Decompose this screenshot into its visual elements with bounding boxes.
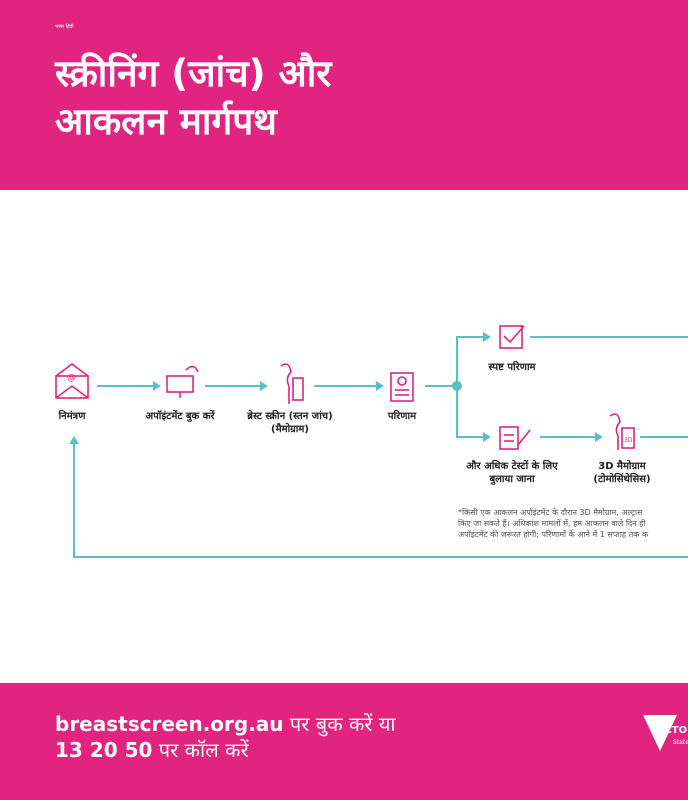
flow-connectors: @ 3D — [55, 325, 688, 558]
footnote-line: *किसी एक आकलन अपॉइंटमेंट के दौरान 3D मैम… — [458, 508, 643, 517]
step-invitation-label: निमंत्रण — [58, 411, 86, 422]
checkbox-icon — [499, 325, 525, 349]
recall-label: और अधिक टेस्टों के लिए बुलाया जाना — [466, 461, 558, 485]
footnote: *किसी एक आकलन अपॉइंटमेंट के दौरान 3D मैम… — [458, 507, 688, 540]
connector-recall — [456, 386, 688, 438]
step-book-appointment-label: अपॉइंटमेंट बुक करें — [145, 411, 215, 422]
clipboard-icon — [499, 426, 531, 450]
clear-result-label: स्पष्ट परिणाम — [488, 362, 536, 373]
svg-text:3D: 3D — [624, 437, 633, 444]
step-results-label: परिणाम — [387, 411, 417, 422]
svg-text:State: State — [673, 739, 688, 746]
results-document-icon — [390, 372, 414, 402]
title-line-1: स्क्रीनिंग (जांच) और — [55, 52, 332, 95]
phone-number[interactable]: 13 20 50 — [55, 738, 153, 762]
title-line-2: आकलन मार्गपथ — [55, 100, 277, 143]
victoria-government-logo: VICTO State — [643, 715, 688, 751]
mammogram-icon — [280, 363, 304, 404]
footer-cta: breastscreen.org.au पर बुक करें या 13 20… — [55, 711, 396, 763]
3d-mammogram-label: 3D मैमोग्राम (टोमोसिंथेसिस) — [593, 461, 651, 485]
svg-text:VICTO: VICTO — [653, 725, 687, 736]
page-title: स्क्रीनिंग (जांच) और आकलन मार्गपथ — [55, 50, 331, 146]
footer-text: पर कॉल करें — [152, 738, 249, 762]
connector-clear — [456, 336, 688, 386]
step-breast-screen-label: ब्रेस्ट स्क्रीन (स्तन जांच) (मैमोग्राम) — [247, 411, 333, 435]
footer-text: पर बुक करें या — [283, 712, 396, 736]
footer-banner: breastscreen.org.au पर बुक करें या 13 20… — [0, 683, 688, 800]
connector-return — [73, 442, 688, 558]
computer-phone-icon — [166, 365, 199, 398]
footnote-line: किए जा सकते हैं। अधिकांश मामलों में, हम … — [458, 519, 646, 528]
branch-node — [452, 381, 462, 391]
svg-text:@: @ — [67, 373, 76, 383]
website-link[interactable]: breastscreen.org.au — [55, 712, 284, 736]
header-banner: भाषा हिंदी स्क्रीनिंग (जांच) और आकलन मार्… — [0, 0, 688, 190]
footnote-line: अपॉइंटमेंट की जरूरत होगी; परिणामों के आन… — [458, 530, 649, 539]
envelope-icon: @ — [55, 363, 89, 399]
3d-mammogram-icon: 3D — [609, 413, 635, 450]
language-label: भाषा हिंदी — [55, 24, 74, 30]
